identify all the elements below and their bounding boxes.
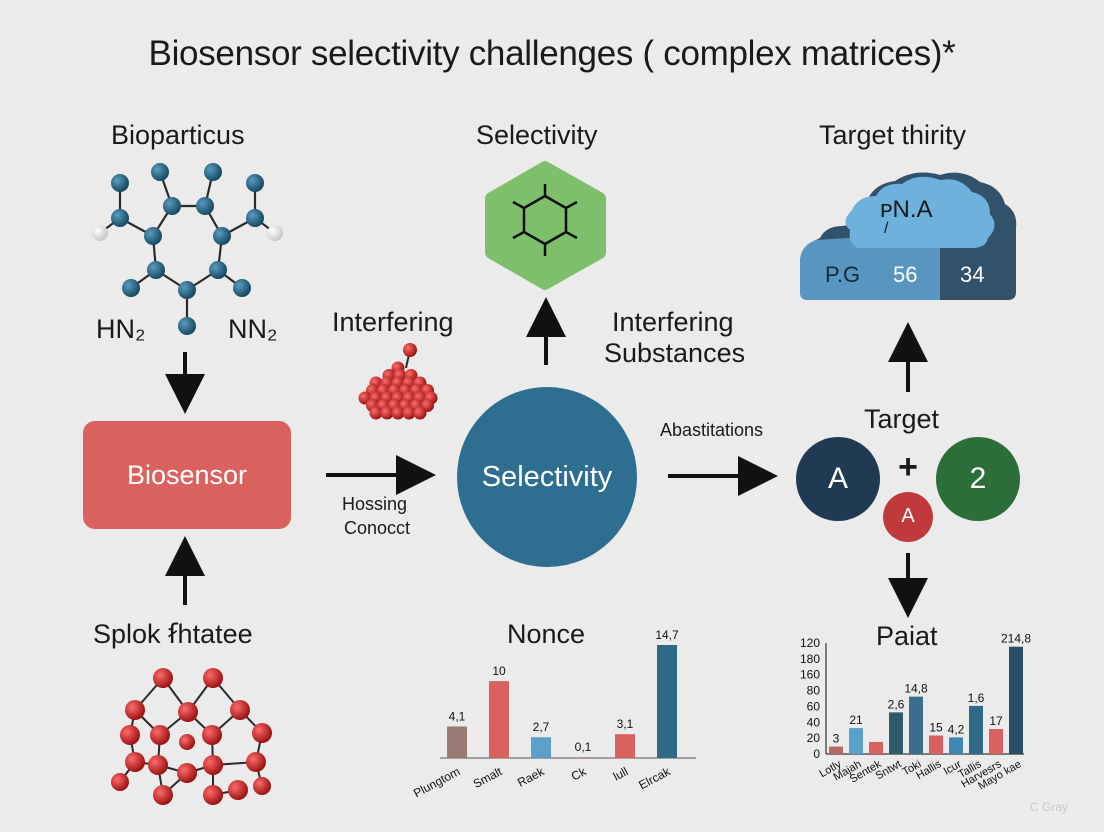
node-2-label: 2 — [969, 462, 987, 495]
selectivity-circle — [457, 387, 637, 567]
nonce-category-label: Plungtom — [411, 764, 462, 800]
watermark: C Gray — [1030, 800, 1069, 814]
arrow-label-line1: Hossing — [342, 494, 408, 514]
paiat-value-label: 17 — [989, 714, 1003, 728]
nonce-bar — [615, 734, 635, 758]
node-small-a-label: A — [901, 505, 915, 527]
paiat-ytick-label: 40 — [807, 715, 821, 729]
paiat-bar — [929, 735, 943, 754]
paiat-bar — [949, 737, 963, 754]
target-label: Target — [864, 404, 940, 434]
paiat-ytick-label: 160 — [800, 668, 820, 682]
paiat-value-label: 4,2 — [948, 722, 965, 736]
nonce-category-label: Elrcak — [636, 764, 673, 792]
paiat-value-label: 3 — [833, 732, 840, 746]
paiat-value-label: 21 — [849, 713, 863, 727]
nonce-value-label: 14,7 — [655, 628, 679, 642]
arrow-label-line2: Conocct — [344, 518, 411, 538]
cloud-subtext: / — [884, 220, 889, 237]
cloud-bar-right: 34 — [960, 262, 985, 287]
nonce-value-label: 2,7 — [533, 720, 550, 734]
page-title: Biosensor selectivity challenges ( compl… — [148, 34, 956, 73]
selectivity-heading: Selectivity — [476, 120, 598, 150]
paiat-bar — [869, 741, 883, 754]
node-a-label: A — [827, 462, 848, 495]
cluster-sphere — [402, 406, 416, 420]
interfering-substances-line1: Interfering — [612, 307, 734, 337]
paiat-bar — [989, 729, 1003, 754]
cluster-sphere — [413, 406, 427, 420]
bioparticle-molecule — [92, 163, 283, 335]
paiat-ytick-label: 80 — [807, 684, 821, 698]
paiat-value-label: 14,8 — [904, 682, 928, 696]
arrow-right-label: Abastitations — [660, 420, 764, 440]
paiat-value-label: 2,6 — [888, 697, 905, 711]
interfering-label: Interfering — [332, 307, 454, 337]
selectivity-circle-label: Selectivity — [481, 461, 613, 493]
paiat-bar — [909, 696, 923, 754]
paiat-bar — [829, 746, 843, 754]
paiat-bar — [849, 728, 863, 754]
nonce-value-label: 10 — [492, 664, 506, 678]
biosensor-box — [83, 421, 291, 529]
paiat-ytick-label: 0 — [813, 747, 820, 761]
plus-sign: + — [898, 448, 918, 486]
cluster-sphere — [391, 406, 405, 420]
label-nn2: NN₂ — [228, 314, 278, 344]
cloud-bar-left: P.G — [825, 262, 861, 287]
target-cloud — [800, 172, 1017, 300]
interfering-substances-line2: Substances — [604, 338, 746, 368]
nonce-category-label: lull — [611, 764, 631, 783]
cloud-bar-mid: 56 — [893, 262, 918, 287]
nonce-bar — [489, 681, 509, 758]
interfering-cluster — [358, 343, 438, 420]
target-thirity-heading: Target thirity — [819, 120, 967, 150]
paiat-value-label: 1,6 — [968, 691, 985, 705]
paiat-value-label: 214,8 — [1001, 632, 1031, 646]
nonce-category-label: Ck — [569, 764, 589, 784]
paiat-chart-title: Paiat — [876, 621, 938, 651]
paiat-bar — [969, 705, 983, 754]
nonce-category-label: Smalt — [471, 764, 505, 791]
paiat-ytick-label: 180 — [800, 652, 820, 666]
paiat-bar — [1009, 646, 1023, 754]
node-2-circle — [936, 437, 1020, 521]
paiat-value-label: 15 — [929, 721, 943, 735]
nonce-bar — [573, 757, 593, 758]
cluster-sphere — [380, 406, 394, 420]
biosensor-label: Biosensor — [126, 460, 248, 490]
cloud-text: ᴩN.A — [880, 196, 933, 223]
cluster-sphere — [369, 406, 383, 420]
sample-matrix-heading: Splok ẜhtatee — [93, 619, 253, 649]
nonce-value-label: 4,1 — [449, 709, 466, 723]
sample-matrix-molecule — [111, 668, 272, 805]
nonce-value-label: 3,1 — [617, 717, 634, 731]
paiat-chart: 0204060801601801203Lotly21MajahSentek2,6… — [800, 632, 1031, 793]
label-hn2: HN₂ — [96, 314, 146, 344]
bioparticle-heading: Bioparticus — [111, 120, 245, 150]
nonce-bar — [531, 737, 551, 758]
selectivity-hexagon — [485, 161, 606, 290]
paiat-ytick-label: 120 — [800, 636, 820, 650]
paiat-bar — [889, 712, 903, 754]
paiat-ytick-label: 20 — [807, 731, 821, 745]
nonce-bar — [657, 645, 677, 758]
nonce-bar — [447, 726, 467, 758]
paiat-ytick-label: 60 — [807, 699, 821, 713]
nonce-value-label: 0,1 — [575, 740, 592, 754]
nonce-chart-title: Nonce — [507, 619, 586, 649]
node-small-a-circle — [883, 492, 933, 542]
nonce-category-label: Raek — [515, 764, 547, 790]
node-a-circle — [796, 437, 880, 521]
